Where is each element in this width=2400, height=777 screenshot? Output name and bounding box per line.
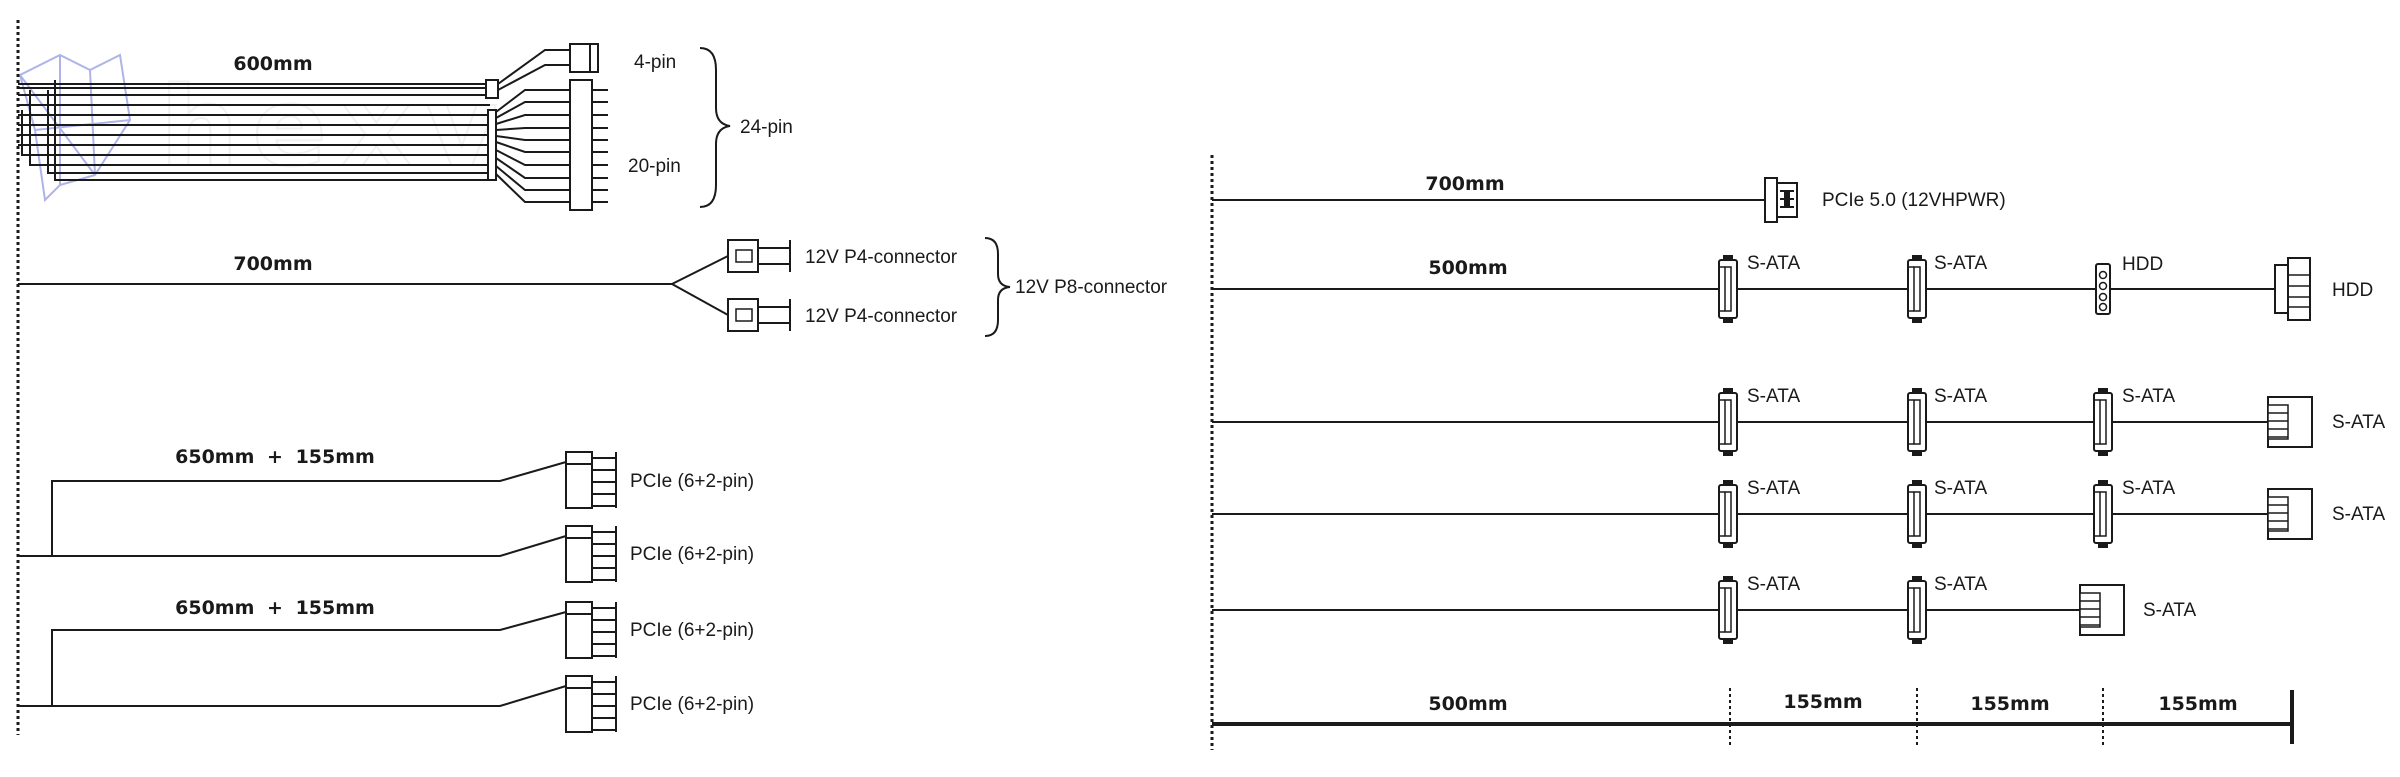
pcie-label-2a: PCIe (6+2-pin) <box>630 620 754 641</box>
row-hdd-molex-end <box>2274 257 2311 321</box>
pcie-cable-2 <box>18 611 567 707</box>
row-hdd-sata-2 <box>1907 254 1927 324</box>
atx-20pin-label: 20-pin <box>628 156 681 177</box>
row-hdd-molex-inline <box>2095 263 2111 315</box>
eps-length: 700mm <box>233 253 312 275</box>
pcie1-length: 650mm + 155mm <box>175 446 375 468</box>
row-sata2-end <box>2079 584 2125 636</box>
pcie-connector-1a <box>565 451 617 509</box>
eps-brace <box>984 237 1011 337</box>
row-sata3a-s3-label: S-ATA <box>2122 386 2175 407</box>
row-sata2-s1-label: S-ATA <box>1747 574 1800 595</box>
watermark: hexv <box>18 53 512 203</box>
row-hdd-length: 500mm <box>1428 257 1507 279</box>
row-hdd-end-label: HDD <box>2332 280 2373 301</box>
pcie5-label: PCIe 5.0 (12VHPWR) <box>1822 190 2006 211</box>
eps-p4-connector-a <box>727 239 791 273</box>
eps-p4-label-b: 12V P4-connector <box>805 306 958 327</box>
row-sata3b-s1-label: S-ATA <box>1747 478 1800 499</box>
row-sata3a-sata-2 <box>1907 387 1927 457</box>
pcie-label-1a: PCIe (6+2-pin) <box>630 471 754 492</box>
pcie-connector-1b <box>565 525 617 583</box>
row-sata2-sata-1 <box>1718 575 1738 645</box>
row-hdd-sata-2-label: S-ATA <box>1934 253 1987 274</box>
row-sata3b-s2-label: S-ATA <box>1934 478 1987 499</box>
row-sata3b-sata-2 <box>1907 479 1927 549</box>
row-sata3b-s3-label: S-ATA <box>2122 478 2175 499</box>
atx-length: 600mm <box>233 53 312 75</box>
row-sata2-sata-2 <box>1907 575 1927 645</box>
atx-4pin-connector <box>569 43 599 73</box>
row-sata2-s2-label: S-ATA <box>1934 574 1987 595</box>
scale-seg-1: 500mm <box>1428 693 1507 715</box>
row-sata3b-sata-3 <box>2093 479 2113 549</box>
row-sata3b-end-label: S-ATA <box>2332 504 2385 525</box>
row-sata2-end-label: S-ATA <box>2143 600 2196 621</box>
pcie-connector-2a <box>565 601 617 659</box>
eps-p4-label-a: 12V P4-connector <box>805 247 958 268</box>
row-sata3a-end-label: S-ATA <box>2332 412 2385 433</box>
atx-4pin-label: 4-pin <box>634 52 676 73</box>
row-sata3b-sata-1 <box>1718 479 1738 549</box>
row-sata3a-end <box>2267 396 2313 448</box>
row-sata3a-s2-label: S-ATA <box>1934 386 1987 407</box>
scale-seg-3: 155mm <box>1970 693 2049 715</box>
pcie-label-2b: PCIe (6+2-pin) <box>630 694 754 715</box>
scale-seg-2: 155mm <box>1783 691 1862 713</box>
row-sata3a-sata-1 <box>1718 387 1738 457</box>
pcie5-length: 700mm <box>1425 173 1504 195</box>
scale-bar <box>1212 688 2294 745</box>
pcie-cable-1 <box>18 461 567 557</box>
atx-20pin-connector <box>569 79 608 211</box>
pcie5-connector <box>1764 177 1798 223</box>
row-sata3a-sata-3 <box>2093 387 2113 457</box>
scale-seg-4: 155mm <box>2158 693 2237 715</box>
row-hdd-sata-1 <box>1718 254 1738 324</box>
atx-brace <box>699 47 731 208</box>
eps-p8-label: 12V P8-connector <box>1015 277 1168 298</box>
eps-p4-connector-b <box>727 298 791 332</box>
watermark-text: hexv <box>160 63 512 191</box>
row-hdd-sata-1-label: S-ATA <box>1747 253 1800 274</box>
row-sata3a-s1-label: S-ATA <box>1747 386 1800 407</box>
eps-cable <box>18 255 730 316</box>
row-hdd-molex-label: HDD <box>2122 254 2163 275</box>
atx-cable <box>18 49 570 203</box>
atx-24pin-label: 24-pin <box>740 117 793 138</box>
pcie2-length: 650mm + 155mm <box>175 597 375 619</box>
row-sata3b-end <box>2267 488 2313 540</box>
pcie-label-1b: PCIe (6+2-pin) <box>630 544 754 565</box>
pcie-connector-2b <box>565 675 617 733</box>
